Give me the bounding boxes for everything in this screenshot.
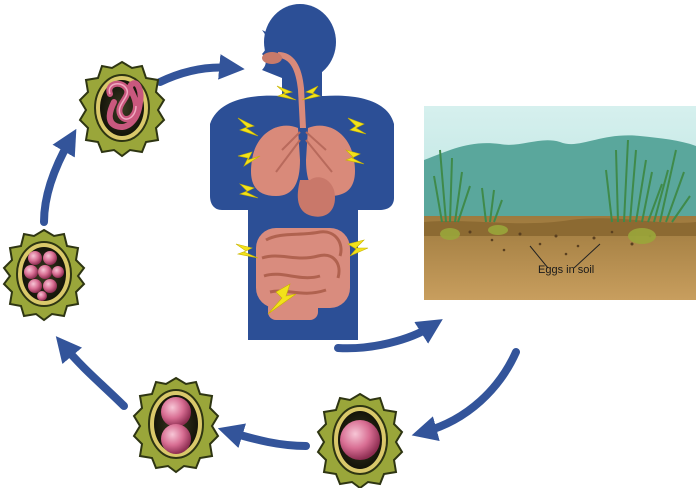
hills <box>424 135 696 220</box>
stomach <box>298 177 335 216</box>
larva-egg-icon <box>80 62 164 156</box>
arrow-to-two-cell <box>230 432 306 446</box>
intestines <box>256 228 350 320</box>
eggs-in-soil-label: Eggs in soil <box>538 264 594 276</box>
two-cell-egg-icon <box>134 378 218 472</box>
soil-scene: Eggs in soil <box>424 106 696 300</box>
arrow-to-single-cell <box>424 352 516 432</box>
arrow-to-human <box>160 68 232 82</box>
single-cell-egg-icon <box>318 394 402 488</box>
morula-egg-icon <box>4 230 84 320</box>
human-body <box>210 4 394 340</box>
arrow-to-morula <box>64 346 124 406</box>
arrow-to-larva <box>44 140 70 222</box>
